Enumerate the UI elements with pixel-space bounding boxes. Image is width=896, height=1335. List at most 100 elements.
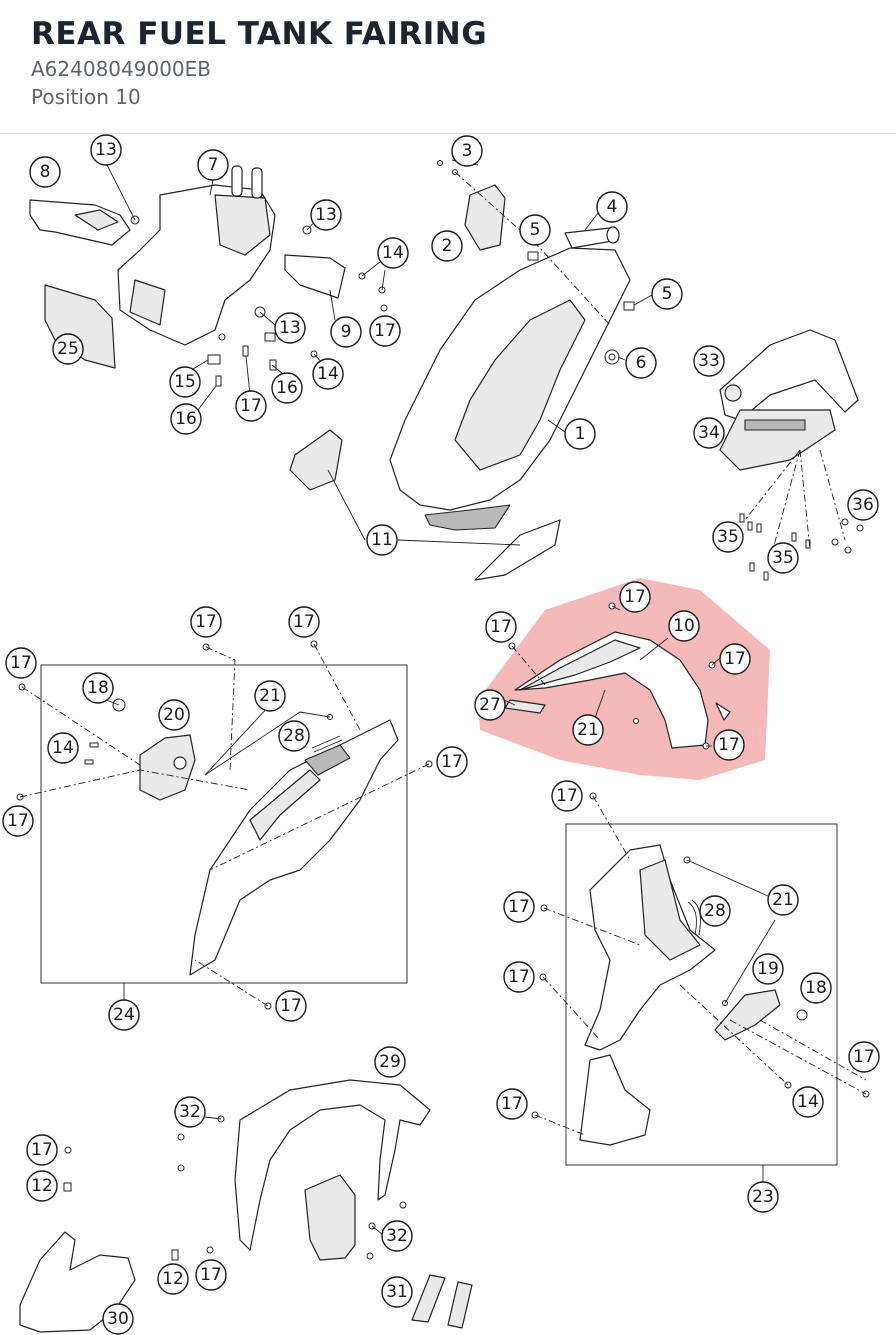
- callout-17[interactable]: 17: [713, 729, 745, 761]
- callout-7[interactable]: 7: [197, 149, 229, 181]
- callout-17[interactable]: 17: [848, 1041, 880, 1073]
- callout-14[interactable]: 14: [377, 237, 409, 269]
- callout-17[interactable]: 17: [195, 1259, 227, 1291]
- position-label: Position 10: [31, 85, 141, 109]
- callout-16[interactable]: 16: [170, 403, 202, 435]
- part-19-lock-bracket[interactable]: [714, 989, 781, 1041]
- callout-2[interactable]: 2: [431, 230, 463, 262]
- callout-1[interactable]: 1: [564, 418, 596, 450]
- callout-17[interactable]: 17: [235, 390, 267, 422]
- callout-14[interactable]: 14: [312, 358, 344, 390]
- callout-21[interactable]: 21: [572, 714, 604, 746]
- callout-18[interactable]: 18: [82, 672, 114, 704]
- callout-10[interactable]: 10: [668, 610, 700, 642]
- callout-17[interactable]: 17: [503, 961, 535, 993]
- callout-17[interactable]: 17: [503, 891, 535, 923]
- callout-17[interactable]: 17: [26, 1134, 58, 1166]
- part-8-bracket[interactable]: [29, 199, 131, 246]
- callout-8[interactable]: 8: [29, 156, 61, 188]
- callout-17[interactable]: 17: [619, 581, 651, 613]
- callout-19[interactable]: 19: [752, 953, 784, 985]
- callout-13[interactable]: 13: [274, 312, 306, 344]
- callout-28[interactable]: 28: [278, 720, 310, 752]
- callout-11[interactable]: 11: [366, 524, 398, 556]
- callout-34[interactable]: 34: [693, 417, 725, 449]
- callout-17[interactable]: 17: [485, 611, 517, 643]
- callout-21[interactable]: 21: [767, 884, 799, 916]
- part-1-tank-shell[interactable]: [389, 247, 631, 531]
- part-30-beak[interactable]: [19, 1231, 136, 1333]
- callout-13[interactable]: 13: [90, 134, 122, 166]
- svg-text:27: 27: [479, 695, 501, 715]
- part-20-lock-bracket[interactable]: [139, 734, 196, 801]
- callout-13[interactable]: 13: [310, 199, 342, 231]
- part-right-side-fairing[interactable]: [579, 844, 716, 1146]
- assembly-frame-24: [40, 664, 408, 984]
- part-33-bracket[interactable]: [719, 329, 859, 421]
- callout-32[interactable]: 32: [381, 1220, 413, 1252]
- callout-35[interactable]: 35: [767, 542, 799, 574]
- callout-6[interactable]: 6: [625, 347, 657, 379]
- callout-27[interactable]: 27: [474, 689, 506, 721]
- callout-31[interactable]: 31: [381, 1276, 413, 1308]
- callout-14[interactable]: 14: [47, 732, 79, 764]
- callout-17[interactable]: 17: [190, 606, 222, 638]
- callout-33[interactable]: 33: [693, 345, 725, 377]
- callout-28[interactable]: 28: [699, 895, 731, 927]
- callout-25[interactable]: 25: [52, 333, 84, 365]
- callout-17[interactable]: 17: [436, 746, 468, 778]
- callout-9[interactable]: 9: [330, 316, 362, 348]
- part-4-tube[interactable]: [564, 226, 620, 249]
- part-28-cable[interactable]: [311, 735, 343, 753]
- callout-21[interactable]: 21: [254, 680, 286, 712]
- callout-5[interactable]: 5: [651, 278, 683, 310]
- callout-18[interactable]: 18: [800, 972, 832, 1004]
- callout-16[interactable]: 16: [271, 372, 303, 404]
- callout-14[interactable]: 14: [792, 1086, 824, 1118]
- part-9-bracket[interactable]: [284, 254, 346, 299]
- svg-text:10: 10: [673, 616, 695, 636]
- svg-text:17: 17: [441, 752, 463, 772]
- callout-4[interactable]: 4: [596, 191, 628, 223]
- callout-17[interactable]: 17: [719, 643, 751, 675]
- callout-30[interactable]: 30: [102, 1303, 134, 1335]
- svg-text:11: 11: [371, 530, 393, 550]
- part-2-bracket[interactable]: [464, 184, 506, 251]
- part-11-side-covers[interactable]: [289, 429, 561, 581]
- callout-32[interactable]: 32: [174, 1096, 206, 1128]
- callout-17[interactable]: 17: [551, 780, 583, 812]
- svg-text:17: 17: [490, 617, 512, 637]
- callout-3[interactable]: 3: [451, 135, 483, 167]
- callout-24[interactable]: 24: [108, 999, 140, 1031]
- callout-17[interactable]: 17: [275, 990, 307, 1022]
- svg-text:13: 13: [315, 205, 337, 225]
- callout-17[interactable]: 17: [2, 805, 34, 837]
- svg-text:32: 32: [386, 1226, 408, 1246]
- callout-29[interactable]: 29: [374, 1046, 406, 1078]
- svg-text:24: 24: [113, 1005, 135, 1025]
- callout-17[interactable]: 17: [369, 315, 401, 347]
- callout-17[interactable]: 17: [496, 1088, 528, 1120]
- part-34-lock-plate[interactable]: [719, 409, 836, 471]
- callout-17[interactable]: 17: [288, 606, 320, 638]
- callout-5[interactable]: 5: [519, 214, 551, 246]
- svg-text:17: 17: [501, 1094, 523, 1114]
- callout-20[interactable]: 20: [158, 699, 190, 731]
- callout-12[interactable]: 12: [157, 1263, 189, 1295]
- callout-17[interactable]: 17: [5, 647, 37, 679]
- part-29-front-mudguard[interactable]: [234, 1079, 431, 1261]
- svg-text:15: 15: [174, 372, 196, 392]
- part-27-pad[interactable]: [504, 699, 546, 714]
- part-31-reflectors[interactable]: [411, 1274, 473, 1329]
- callout-36[interactable]: 36: [847, 489, 879, 521]
- callout-15[interactable]: 15: [169, 366, 201, 398]
- part-left-side-fairing[interactable]: [189, 719, 399, 976]
- callout-35[interactable]: 35: [712, 521, 744, 553]
- svg-text:28: 28: [283, 726, 305, 746]
- part-7-airbox-bracket[interactable]: [117, 165, 276, 346]
- callout-23[interactable]: 23: [747, 1181, 779, 1213]
- part-25-cover[interactable]: [44, 284, 116, 369]
- callout-12[interactable]: 12: [26, 1170, 58, 1202]
- svg-text:17: 17: [718, 735, 740, 755]
- svg-text:14: 14: [382, 243, 404, 263]
